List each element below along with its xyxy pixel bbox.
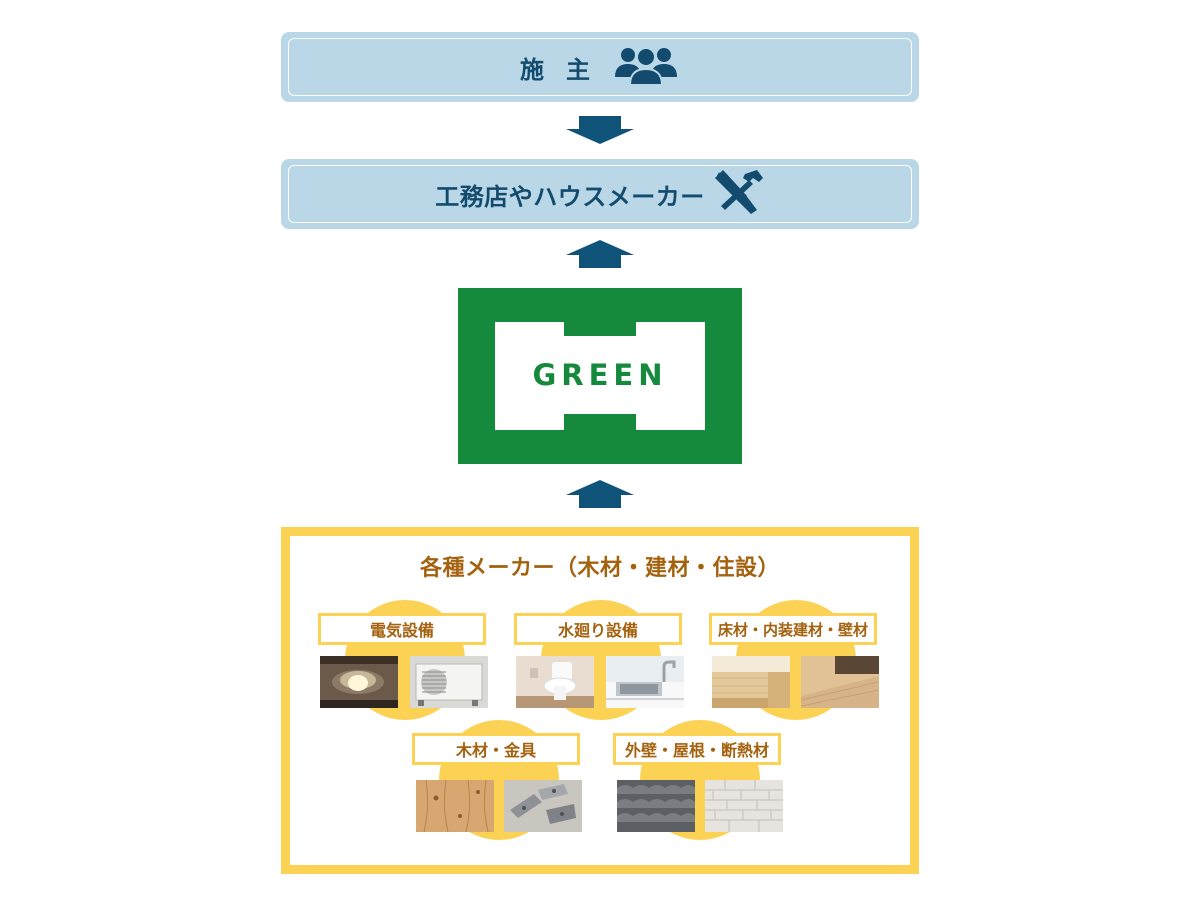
category-lumber-hardware: 木材・金具 [412,720,586,850]
category-flooring-interior-walls: 床材・内装建材・壁材 [709,600,883,730]
wood-floor-photo [801,656,879,708]
client-box: 施主 [281,32,919,102]
client-box-inner: 施主 [288,38,912,96]
roof-tiles-photo [617,780,695,832]
wood-counter-photo [712,656,790,708]
metal-brackets-photo [504,780,582,832]
category-electrical: 電気設備 [318,600,492,730]
lumber-photo [416,780,494,832]
people-group-icon [612,43,680,91]
category-label: 外壁・屋根・断熱材 [613,733,781,765]
air-conditioner-outdoor-unit-photo [410,656,488,708]
category-label: 木材・金具 [412,733,580,765]
kitchen-sink-photo [606,656,684,708]
arrow-up-icon [566,480,634,512]
category-label: 水廻り設備 [514,613,682,645]
makers-title: 各種メーカー（木材・建材・住設） [419,556,780,581]
arrow-up-icon [566,240,634,272]
saw-hammer-icon [713,168,765,220]
category-exterior-roof-insulation: 外壁・屋根・断熱材 [613,720,787,850]
builder-box-inner: 工務店やハウスメーカー [288,165,912,223]
category-plumbing: 水廻り設備 [514,600,688,730]
builder-label: 工務店やハウスメーカー [435,182,705,211]
category-label: 床材・内装建材・壁材 [709,613,877,645]
logo-text: GREEN [532,358,667,392]
builder-box: 工務店やハウスメーカー [281,159,919,229]
toilet-photo [516,656,594,708]
brick-wall-photo [705,780,783,832]
client-label: 施主 [520,55,612,84]
category-label: 電気設備 [318,613,486,645]
pendant-light-photo [320,656,398,708]
arrow-down-icon [566,116,634,148]
green-logo: GREEN [458,288,742,464]
